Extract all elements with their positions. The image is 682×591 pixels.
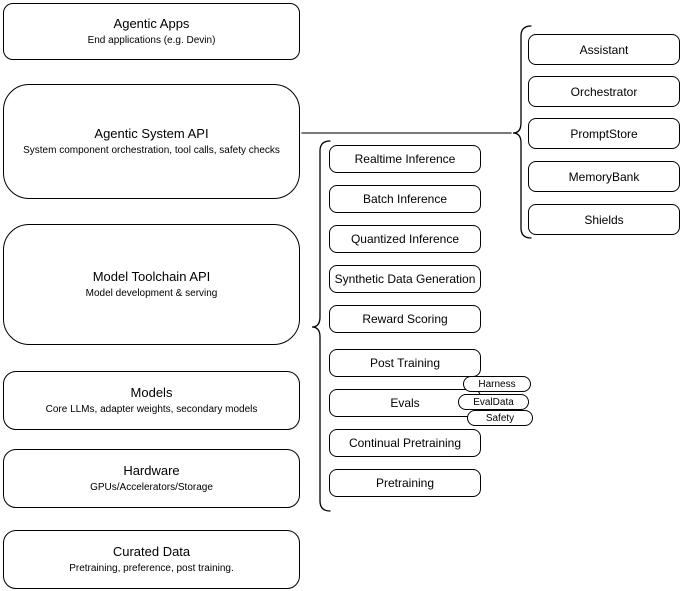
toolchain-box-label: Realtime Inference xyxy=(354,152,456,166)
layer-title: Hardware xyxy=(123,463,180,478)
toolchain-box-evals: Evals xyxy=(329,389,481,417)
system-box-label: MemoryBank xyxy=(568,169,640,184)
system-box-label: Orchestrator xyxy=(570,84,638,99)
layer-title: Model Toolchain API xyxy=(92,269,211,284)
layer-box-model-toolchain-api: Model Toolchain API Model development & … xyxy=(3,224,300,345)
layer-title: Agentic System API xyxy=(94,126,209,141)
system-box-assistant: Assistant xyxy=(528,34,680,65)
layer-box-models: Models Core LLMs, adapter weights, secon… xyxy=(3,371,300,430)
system-box-shields: Shields xyxy=(528,204,680,235)
evals-tag-harness: Harness xyxy=(463,376,531,392)
toolchain-box-label: Post Training xyxy=(369,356,441,370)
layer-title: Curated Data xyxy=(112,544,191,559)
toolchain-box-realtime-inference: Realtime Inference xyxy=(329,145,481,173)
evals-tag-label: EvalData xyxy=(473,396,514,408)
evals-tag-label: Safety xyxy=(485,412,515,424)
layer-box-agentic-apps: Agentic Apps End applications (e.g. Devi… xyxy=(3,3,300,60)
layer-subtitle: End applications (e.g. Devin) xyxy=(87,35,216,46)
toolchain-box-batch-inference: Batch Inference xyxy=(329,185,481,213)
layer-subtitle: Model development & serving xyxy=(85,288,218,299)
system-box-orchestrator: Orchestrator xyxy=(528,76,680,107)
system-box-label: Shields xyxy=(584,212,624,227)
toolchain-box-continual-pretraining: Continual Pretraining xyxy=(329,429,481,457)
toolchain-box-label: Continual Pretraining xyxy=(348,436,462,450)
layer-subtitle: Core LLMs, adapter weights, secondary mo… xyxy=(45,404,258,415)
layer-box-agentic-system-api: Agentic System API System component orch… xyxy=(3,84,300,199)
toolchain-box-label: Pretraining xyxy=(375,476,435,490)
toolchain-box-quantized-inference: Quantized Inference xyxy=(329,225,481,253)
layer-title: Models xyxy=(130,385,173,400)
layer-subtitle: System component orchestration, tool cal… xyxy=(23,145,280,156)
layer-subtitle: Pretraining, preference, post training. xyxy=(69,563,234,574)
toolchain-box-reward-scoring: Reward Scoring xyxy=(329,305,481,333)
evals-tag-evaldata: EvalData xyxy=(458,394,529,410)
toolchain-box-post-training: Post Training xyxy=(329,349,481,377)
system-box-promptstore: PromptStore xyxy=(528,118,680,149)
layer-box-curated-data: Curated Data Pretraining, preference, po… xyxy=(3,530,300,589)
toolchain-box-synthetic-data-generation: Synthetic Data Generation xyxy=(329,265,481,293)
toolchain-box-label: Synthetic Data Generation xyxy=(334,272,476,286)
layer-title: Agentic Apps xyxy=(113,16,190,31)
system-box-label: Assistant xyxy=(579,42,629,57)
evals-tag-label: Harness xyxy=(478,378,516,390)
system-box-memorybank: MemoryBank xyxy=(528,161,680,192)
system-box-label: PromptStore xyxy=(570,126,638,141)
toolchain-box-label: Evals xyxy=(390,396,420,410)
layer-box-hardware: Hardware GPUs/Accelerators/Storage xyxy=(3,449,300,508)
toolchain-box-pretraining: Pretraining xyxy=(329,469,481,497)
evals-tag-safety: Safety xyxy=(467,410,533,426)
toolchain-box-label: Reward Scoring xyxy=(362,312,448,326)
toolchain-box-label: Batch Inference xyxy=(362,192,448,206)
layer-subtitle: GPUs/Accelerators/Storage xyxy=(90,482,213,493)
toolchain-brace xyxy=(311,140,331,512)
toolchain-box-label: Quantized Inference xyxy=(350,232,460,246)
